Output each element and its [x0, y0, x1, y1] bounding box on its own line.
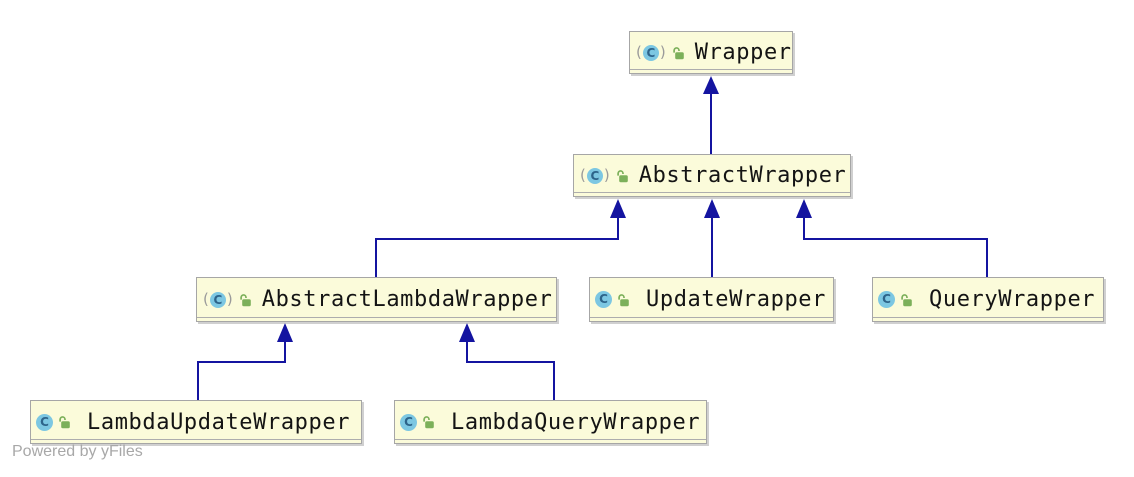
abstract-class-icon: (C) [202, 291, 234, 308]
paren-close: ) [603, 166, 610, 184]
paren-open: ( [636, 43, 642, 61]
arrowhead [459, 323, 475, 342]
edge-lambdaquerywrapper-extends-abstractlambdawrapper [466, 341, 555, 400]
class-node-lambda-query-wrapper[interactable]: C LambdaQueryWrapper [394, 400, 707, 444]
class-node-abstract-lambda-wrapper[interactable]: (C) AbstractLambdaWrapper [196, 277, 557, 322]
public-visibility-lock-icon [671, 46, 685, 60]
class-circle-icon: C [209, 291, 226, 308]
class-node-abstract-wrapper[interactable]: (C) AbstractWrapper [573, 154, 851, 197]
public-visibility-lock-icon [616, 293, 630, 307]
public-visibility-lock-icon [615, 169, 629, 183]
class-node-update-wrapper[interactable]: C UpdateWrapper [589, 277, 834, 322]
arrowhead [704, 199, 720, 218]
edge-abstractlambdawrapper-extends-abstractwrapper [375, 217, 619, 277]
class-node-lambda-update-wrapper[interactable]: C LambdaUpdateWrapper [30, 400, 362, 444]
class-name: AbstractLambdaWrapper [261, 287, 553, 312]
abstract-class-icon: (C) [579, 167, 611, 184]
arrowhead [796, 199, 812, 218]
class-icon: C [595, 291, 612, 308]
public-visibility-lock-icon [238, 293, 252, 307]
abstract-class-icon: (C) [635, 44, 667, 61]
class-icon: C [36, 413, 53, 431]
class-name: QueryWrapper [929, 287, 1096, 312]
yfiles-watermark: Powered by yFiles [12, 443, 143, 460]
arrowhead [703, 76, 719, 94]
paren-close: ) [226, 290, 233, 308]
class-name: AbstractWrapper [638, 163, 847, 188]
class-circle-icon: C [400, 413, 417, 431]
public-visibility-lock-icon [421, 415, 435, 429]
class-circle-icon: C [586, 167, 603, 184]
class-name: LambdaQueryWrapper [451, 409, 701, 435]
class-circle-icon: C [642, 44, 659, 61]
public-visibility-lock-icon [899, 293, 913, 307]
class-name: LambdaUpdateWrapper [87, 409, 351, 435]
edge-querywrapper-extends-abstractwrapper [803, 217, 988, 277]
class-name: UpdateWrapper [646, 287, 826, 312]
class-icon: C [878, 291, 895, 308]
class-circle-icon: C [878, 291, 895, 308]
class-icon: C [400, 413, 417, 431]
class-node-query-wrapper[interactable]: C QueryWrapper [872, 277, 1104, 322]
paren-open: ( [580, 166, 586, 184]
class-circle-icon: C [36, 413, 53, 431]
paren-close: ) [659, 43, 666, 61]
class-circle-icon: C [595, 291, 612, 308]
arrowhead [610, 199, 626, 218]
edge-lambdaupdatewrapper-extends-abstractlambdawrapper [197, 341, 286, 400]
class-name: Wrapper [694, 40, 792, 65]
public-visibility-lock-icon [57, 415, 71, 429]
class-node-wrapper[interactable]: (C) Wrapper [629, 31, 793, 74]
paren-open: ( [203, 290, 209, 308]
arrowhead [277, 323, 293, 342]
